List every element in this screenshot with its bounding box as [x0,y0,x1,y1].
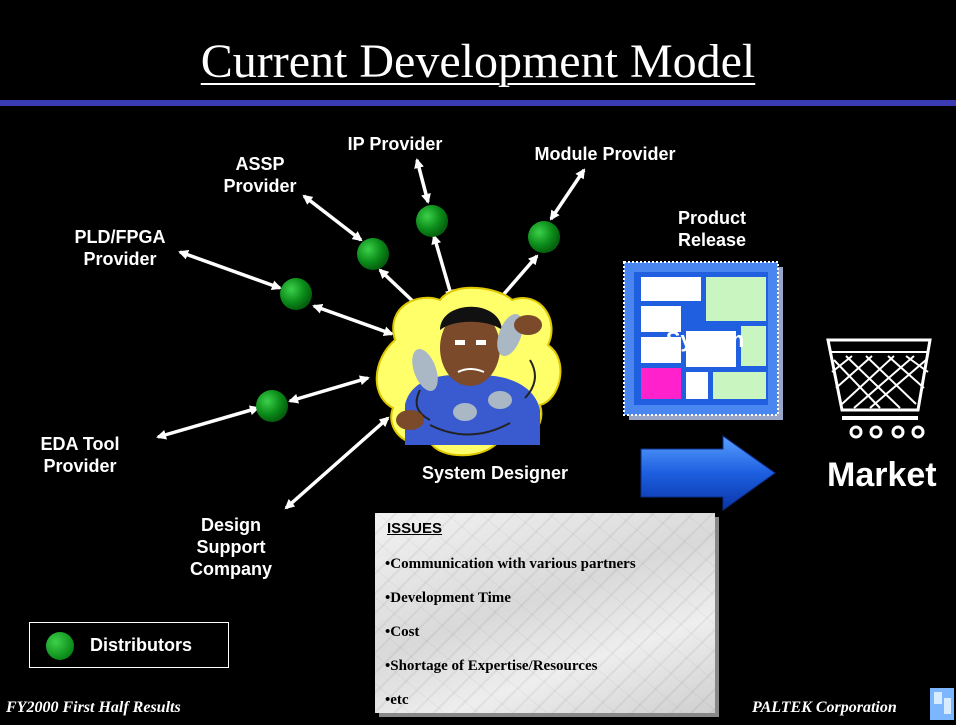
issue-item: •Development Time [385,590,511,606]
footer-left: FY2000 First Half Results [6,699,181,716]
label-market: Market [827,456,937,494]
pld-line2: Provider [83,249,157,269]
pld-line1: PLD/FPGA [74,227,166,247]
label-module-provider: Module Provider [534,144,676,164]
label-eda-provider: EDA Tool Provider [30,433,130,477]
design-line1: Design [200,515,261,535]
issue-item: •Cost [385,624,420,640]
release-line2: Release [677,230,747,250]
link-assp-dist [302,194,363,242]
slide-title: Current Development Model [200,35,756,88]
design-line3: Company [189,559,272,579]
release-line1: Product [677,208,746,228]
label-assp-provider: ASSP Provider [200,153,320,197]
link-ip-dist [414,158,431,204]
distributor-legend-icon [46,632,74,660]
legend-box: Distributors [29,622,229,668]
label-product-release: Product Release [652,207,772,251]
distributor-dots [256,205,560,422]
assp-line2: Provider [223,176,297,196]
shopping-cart-icon [826,338,932,439]
design-line2: Support [196,537,266,557]
system-chip-illustration [623,261,783,420]
distributor-dot-ip [416,205,448,237]
link-design-support-designer [284,416,390,510]
issues-box: ISSUES •Communication with various partn… [375,513,715,713]
chip-system-label: System [665,327,745,352]
label-design-support: Design Support Company [176,514,286,580]
paltek-logo [930,688,954,720]
label-pld-provider: PLD/FPGA Provider [60,226,180,270]
label-system-designer: System Designer [421,463,569,483]
link-pld-dist [178,250,282,290]
link-module-dist [549,168,586,221]
link-pld-designer [312,303,394,337]
market-arrow [640,435,776,511]
label-ip-provider: IP Provider [347,134,443,154]
assp-line1: ASSP [235,154,285,174]
distributor-dot-pld [280,278,312,310]
distributor-dot-assp [357,238,389,270]
distributor-dot-eda [256,390,288,422]
eda-line2: Provider [43,456,117,476]
title-rule [0,100,956,106]
issues-heading: ISSUES [387,520,443,537]
distributor-dot-module [528,221,560,253]
link-ip-designer [431,234,455,300]
system-designer-illustration [375,286,562,457]
link-eda-designer [288,375,370,404]
link-eda-dist [156,405,260,440]
footer-right: PALTEK Corporation [752,699,897,716]
eda-line1: EDA Tool [40,434,120,454]
issue-item: •Shortage of Expertise/Resources [385,658,598,674]
issue-item: •etc [385,692,409,708]
issue-item: •Communication with various partners [385,556,636,572]
legend-label: Distributors [90,635,193,655]
